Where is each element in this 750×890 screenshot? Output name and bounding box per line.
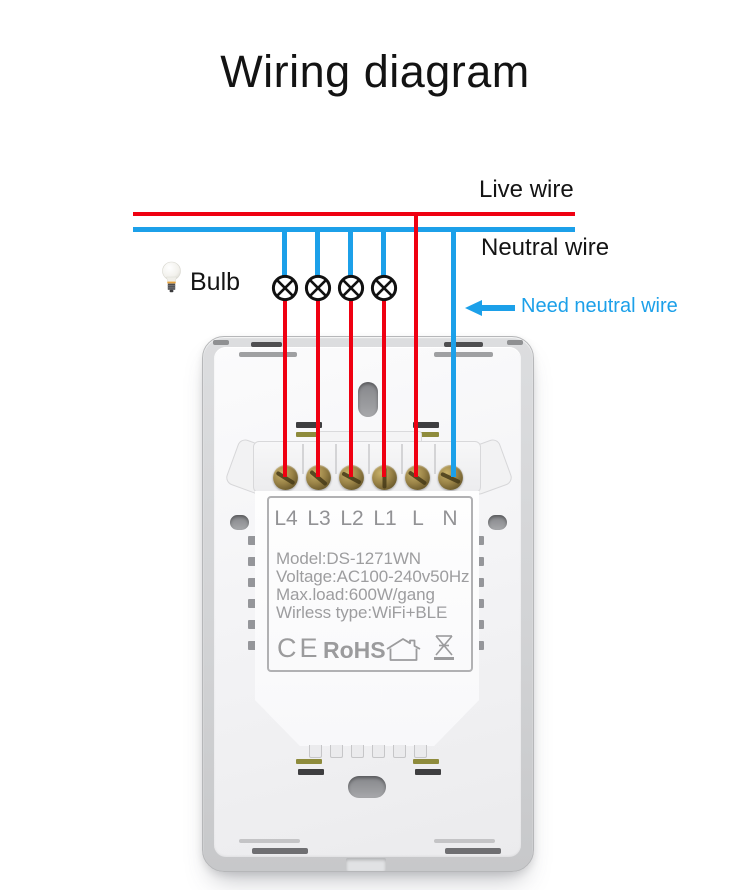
terminal-slot [415, 769, 441, 775]
keyhole-slot [358, 382, 378, 417]
snap-tab [393, 745, 406, 758]
heat-fin [476, 557, 484, 566]
bulb-label: Bulb [190, 268, 241, 296]
terminal-divider [368, 444, 370, 474]
frame-notch [507, 340, 523, 345]
screw-hole [230, 515, 249, 530]
snap-tab [372, 745, 385, 758]
terminal-label: L2 [340, 507, 364, 530]
terminal-slot [296, 432, 322, 437]
live-return-wire [316, 300, 320, 477]
terminal-label: L [412, 507, 424, 530]
terminal-divider [335, 444, 337, 474]
heat-fin [248, 578, 256, 587]
terminal-divider [434, 444, 436, 474]
terminal-divider [302, 444, 304, 474]
heat-fin [476, 599, 484, 608]
terminal-label: L1 [373, 507, 397, 530]
heat-fin [248, 620, 256, 629]
mounting-slot [239, 839, 300, 843]
heat-fin [248, 536, 256, 545]
mounting-slot [444, 342, 483, 347]
mounting-slot [252, 848, 308, 854]
lamp-symbol [271, 274, 299, 302]
switch-module [255, 491, 479, 746]
spec-label-box [267, 496, 473, 672]
terminal-label: L3 [307, 507, 331, 530]
live-wire-label: Live wire [479, 176, 574, 203]
arrow-left-tail [481, 305, 515, 311]
heat-fin [476, 536, 484, 545]
mounting-slot [445, 848, 501, 854]
snap-tab [309, 745, 322, 758]
spec-line: Model:DS-1271WN [276, 549, 421, 568]
snap-tab [330, 745, 343, 758]
live-return-wire [349, 300, 353, 477]
ce-mark: CE [277, 633, 321, 663]
live-return-wire [382, 300, 386, 477]
lamp-symbol [370, 274, 398, 302]
heat-fin [476, 641, 484, 650]
heat-fin [248, 641, 256, 650]
terminal-slot [296, 759, 322, 764]
need-neutral-label: Need neutral wire [521, 295, 678, 317]
neutral-drop-wire [315, 230, 320, 276]
terminal-label: N [442, 507, 458, 530]
terminal-slot [413, 422, 439, 428]
terminal-slot [413, 432, 439, 437]
terminal-label: L4 [274, 507, 298, 530]
heat-fin [248, 599, 256, 608]
page-title: Wiring diagram [220, 46, 530, 97]
neutral-wire-line [133, 227, 575, 232]
mounting-slot [434, 352, 493, 357]
mounting-slot [251, 342, 282, 347]
terminal-screw [438, 465, 463, 490]
keyhole-slot [348, 776, 386, 798]
snap-tab [414, 745, 427, 758]
mounting-slot [239, 352, 297, 357]
frame-notch [213, 340, 229, 345]
terminal-slot [413, 759, 439, 764]
arrow-left-icon [465, 300, 482, 316]
screw-hole [488, 515, 507, 530]
neutral-drop-wire [381, 230, 386, 276]
live-feed-wire [414, 214, 418, 477]
neutral-wire-label: Neutral wire [481, 234, 610, 261]
spec-line: Voltage:AC100-240v50Hz [276, 567, 470, 586]
neutral-drop-wire [348, 230, 353, 276]
rohs-mark: RoHS [323, 637, 386, 663]
heat-fin [476, 578, 484, 587]
terminal-divider [401, 444, 403, 474]
lamp-symbol [304, 274, 332, 302]
neutral-feed-wire [451, 230, 456, 477]
spec-line: Max.load:600W/gang [276, 585, 435, 604]
base-notch [346, 858, 386, 871]
heat-fin [248, 557, 256, 566]
live-wire-line [133, 212, 575, 216]
lamp-symbol [337, 274, 365, 302]
mounting-slot [434, 839, 495, 843]
house-icon [384, 636, 424, 663]
snap-tab [351, 745, 364, 758]
live-return-wire [283, 300, 287, 477]
switch-device: L4 L3 L2 L1 L N Model:DS-1271WN Voltage:… [202, 336, 534, 872]
crossed-bin-icon [431, 634, 457, 663]
heat-fin [476, 620, 484, 629]
spec-line: Wirless type:WiFi+BLE [276, 603, 448, 622]
terminal-slot [298, 769, 324, 775]
neutral-drop-wire [282, 230, 287, 276]
bulb-icon [161, 261, 182, 301]
terminal-slot [296, 422, 322, 428]
